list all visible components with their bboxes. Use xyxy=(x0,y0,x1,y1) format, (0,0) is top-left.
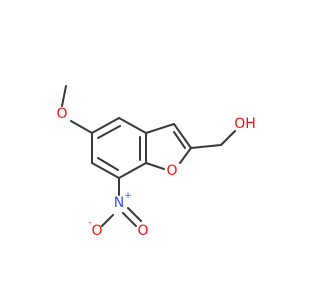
bond-n-o-double-1 xyxy=(122,212,137,227)
atom-labels: O OH O N + O - O xyxy=(56,106,255,239)
bond-n-o-minus xyxy=(101,214,114,227)
bond-c7-c6 xyxy=(91,162,120,179)
bond-methyl-o xyxy=(61,85,67,107)
bond-c4-c3a xyxy=(118,117,147,134)
bond-ch2-oh xyxy=(220,130,236,146)
bond-o-c5 xyxy=(70,120,93,134)
furan-oxygen-label: O xyxy=(166,163,177,179)
bond-c3-c2-inner xyxy=(173,131,186,149)
molecule-structure: O OH O N + O - O xyxy=(56,85,256,239)
bonds xyxy=(61,85,236,227)
bond-c7a-c7 xyxy=(118,162,147,179)
methoxy-oxygen-label: O xyxy=(56,106,67,122)
nitro-oxygen-minus-label: O xyxy=(91,223,102,239)
nitro-oxygen-minus-charge: - xyxy=(88,218,91,228)
bond-c2-ch2 xyxy=(190,144,222,149)
bond-n-o-double-2 xyxy=(127,207,142,222)
bond-c2-o1 xyxy=(179,147,192,164)
nitro-nitrogen-label: N xyxy=(114,195,124,211)
bond-c5-c4-inner xyxy=(97,125,121,139)
bond-c3-c2 xyxy=(173,123,192,149)
nitro-nitrogen-charge: + xyxy=(124,191,132,201)
bond-c5-c4 xyxy=(91,117,120,134)
bond-o1-c7a xyxy=(145,162,165,170)
nitro-oxygen-double-label: O xyxy=(137,223,148,239)
hydroxyl-label: OH xyxy=(234,116,256,132)
bond-c3a-c3 xyxy=(145,123,175,134)
bond-c7-c6-inner xyxy=(97,157,119,171)
